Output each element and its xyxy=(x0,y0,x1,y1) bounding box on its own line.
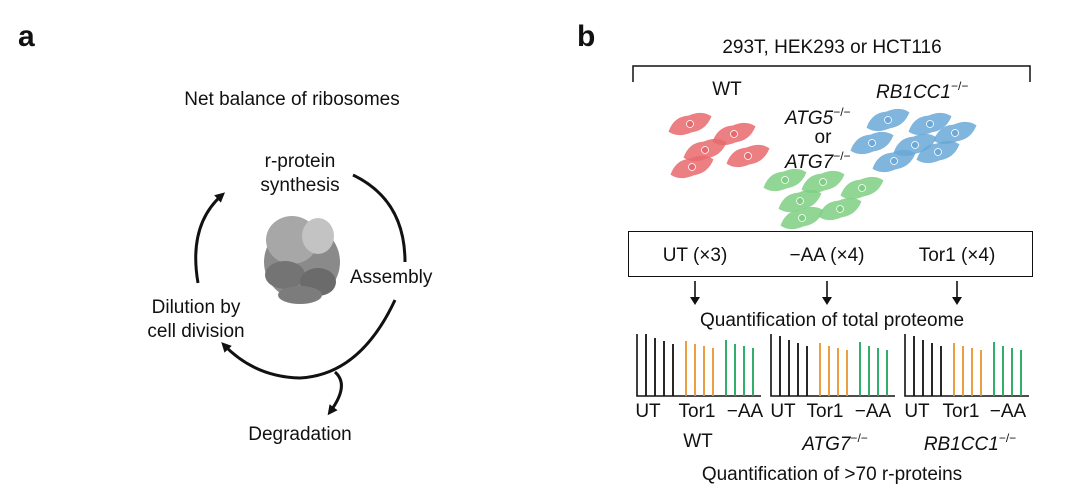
quant-total-label: Quantification of total proteome xyxy=(699,310,965,331)
arc-dilution-to-synthesis xyxy=(194,192,225,284)
group1-tick-aa: −AA xyxy=(726,401,764,422)
ribosome-icon xyxy=(264,216,340,304)
arc-to-degradation xyxy=(327,370,343,416)
atg-cell xyxy=(780,206,824,230)
group2-tick-tor1: Tor1 xyxy=(806,401,844,422)
condition-arrowhead-2 xyxy=(952,297,962,305)
rb1cc1-cell xyxy=(916,140,960,164)
condition-arrowhead-0 xyxy=(690,297,700,305)
group2-tick-ut: UT xyxy=(770,401,796,422)
wt-cell xyxy=(668,112,712,136)
atg7-ko-label: ATG7−/− xyxy=(785,149,851,173)
atg-cell xyxy=(763,168,807,192)
dilution-label: Dilution by cell division xyxy=(147,297,245,342)
degradation-label: Degradation xyxy=(248,424,352,445)
panel-a-title: Net balance of ribosomes xyxy=(184,89,400,110)
group1-tick-tor1: Tor1 xyxy=(678,401,716,422)
cell-lines-label: 293T, HEK293 or HCT116 xyxy=(722,37,942,58)
group2-genotype: ATG7−/− xyxy=(802,431,868,455)
atg5-ko-label: ATG5−/− xyxy=(785,105,851,129)
atg-cell xyxy=(840,176,884,200)
bar-group-axis xyxy=(636,334,761,397)
condition-tor1: Tor1 (×4) xyxy=(918,245,996,266)
group3-tick-ut: UT xyxy=(904,401,930,422)
group3-tick-aa: −AA xyxy=(989,401,1027,422)
condition-arrowhead-1 xyxy=(822,297,832,305)
wt-cell xyxy=(670,155,714,179)
arc-synthesis-to-assembly xyxy=(352,173,407,263)
wt-cell xyxy=(712,122,756,146)
bar-group-axis xyxy=(770,334,895,397)
group3-genotype: RB1CC1−/− xyxy=(923,431,1017,455)
assembly-label: Assembly xyxy=(350,267,433,288)
group3-tick-tor1: Tor1 xyxy=(942,401,980,422)
condition-ut: UT (×3) xyxy=(662,245,728,266)
rb1cc1-cell xyxy=(872,149,916,173)
group1-tick-ut: UT xyxy=(635,401,661,422)
synthesis-label: r-protein synthesis xyxy=(260,151,340,196)
or-label: or xyxy=(814,127,832,148)
bar-group-axis xyxy=(904,334,1029,397)
rb1cc1-ko-label: RB1CC1−/− xyxy=(876,79,969,103)
cell-line-bracket xyxy=(632,65,1031,82)
panel-a-label: a xyxy=(18,20,35,53)
wt-label: WT xyxy=(712,79,742,100)
wt-cell xyxy=(726,144,770,168)
group1-genotype: WT xyxy=(683,431,713,452)
rb1cc1-cell xyxy=(933,121,977,145)
quant-rproteins-label: Quantification of >70 r-proteins xyxy=(701,464,963,485)
conditions-box xyxy=(628,231,1033,277)
arc-assembly-to-dilution xyxy=(221,299,397,380)
atg-cell xyxy=(818,197,862,221)
rb1cc1-cell xyxy=(866,108,910,132)
condition-aa: −AA (×4) xyxy=(789,245,865,266)
panel-b-label: b xyxy=(577,20,596,53)
rb1cc1-cell xyxy=(850,131,894,155)
group2-tick-aa: −AA xyxy=(854,401,892,422)
